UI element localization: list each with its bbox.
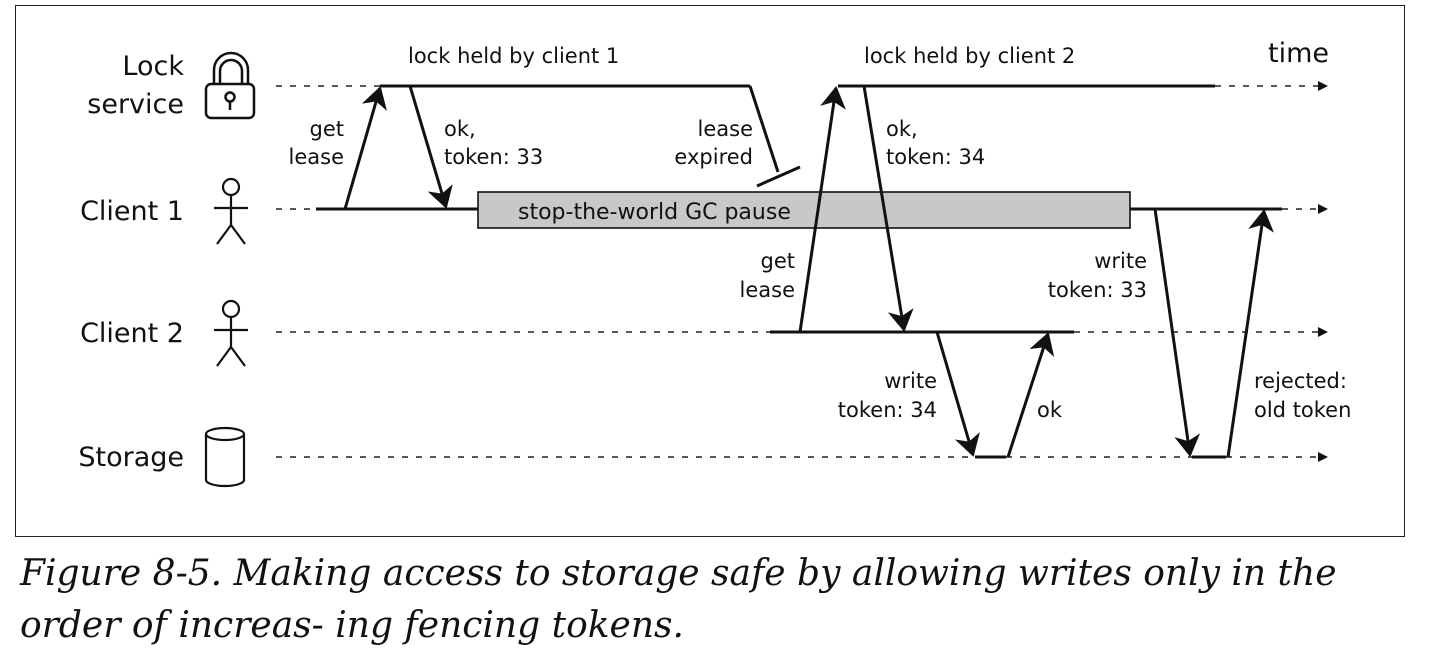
ok-token-33-label-b: token: 33 (444, 145, 543, 169)
get-lease-1-label-b: lease (289, 145, 344, 169)
database-cylinder-icon (204, 426, 246, 488)
ok-token-34-label-a: ok, (886, 117, 918, 141)
ok-token-34-label-b: token: 34 (886, 145, 985, 169)
lock-held-1-label: lock held by client 1 (408, 44, 619, 68)
lane-label-client2: Client 2 (80, 318, 184, 349)
ok-storage-label: ok (1037, 398, 1063, 422)
lane-label-lock-1: Lock (122, 51, 184, 82)
gc-pause-bar (477, 191, 1131, 229)
write-token-33-label-b: token: 33 (1048, 278, 1147, 302)
arrow-write-token-33 (1153, 208, 1201, 457)
fencing-token-diagram: Lock service Client 1 Client 2 Storage (78, 38, 1351, 488)
message-arrows (343, 85, 1274, 458)
rejected-label-a: rejected: (1254, 369, 1347, 393)
figure-frame (15, 5, 1405, 537)
gc-pause-label: stop-the-world GC pause (518, 200, 791, 225)
arrow-get-lease-2 (798, 86, 846, 333)
arrow-write-token-34 (935, 331, 980, 457)
lease-expired-label-a: lease (698, 117, 753, 141)
write-token-34-label-a: write (884, 369, 937, 393)
rejected-label-b: old token (1254, 398, 1351, 422)
timelines (276, 81, 1328, 462)
lane-label-lock-2: service (87, 89, 184, 120)
ok-token-33-label-a: ok, (444, 117, 476, 141)
arrow-rejected (1226, 209, 1274, 458)
lane-label-storage: Storage (78, 442, 184, 473)
stick-figure-icon (214, 177, 248, 245)
stick-figure-icon (214, 299, 248, 367)
arrow-ok-token-34 (862, 85, 914, 332)
line-lease-expired (748, 85, 780, 173)
padlock-icon (204, 51, 256, 120)
write-token-33-label-a: write (1094, 249, 1147, 273)
lock-held-2-label: lock held by client 2 (864, 44, 1075, 68)
arrow-ok-token-33 (408, 85, 453, 209)
arrow-get-lease-1 (343, 86, 387, 210)
arrow-ok-storage (1006, 332, 1055, 458)
time-label: time (1268, 38, 1329, 69)
lane-label-client1: Client 1 (80, 196, 184, 227)
figure-caption: Figure 8-5. Making access to storage saf… (20, 553, 1337, 646)
lease-expired-label-b: expired (674, 145, 753, 169)
get-lease-2-label-b: lease (740, 278, 795, 302)
get-lease-1-label-a: get (310, 117, 344, 141)
lease-expired-cross (756, 165, 801, 188)
get-lease-2-label-a: get (761, 249, 795, 273)
write-token-34-label-b: token: 34 (838, 398, 937, 422)
